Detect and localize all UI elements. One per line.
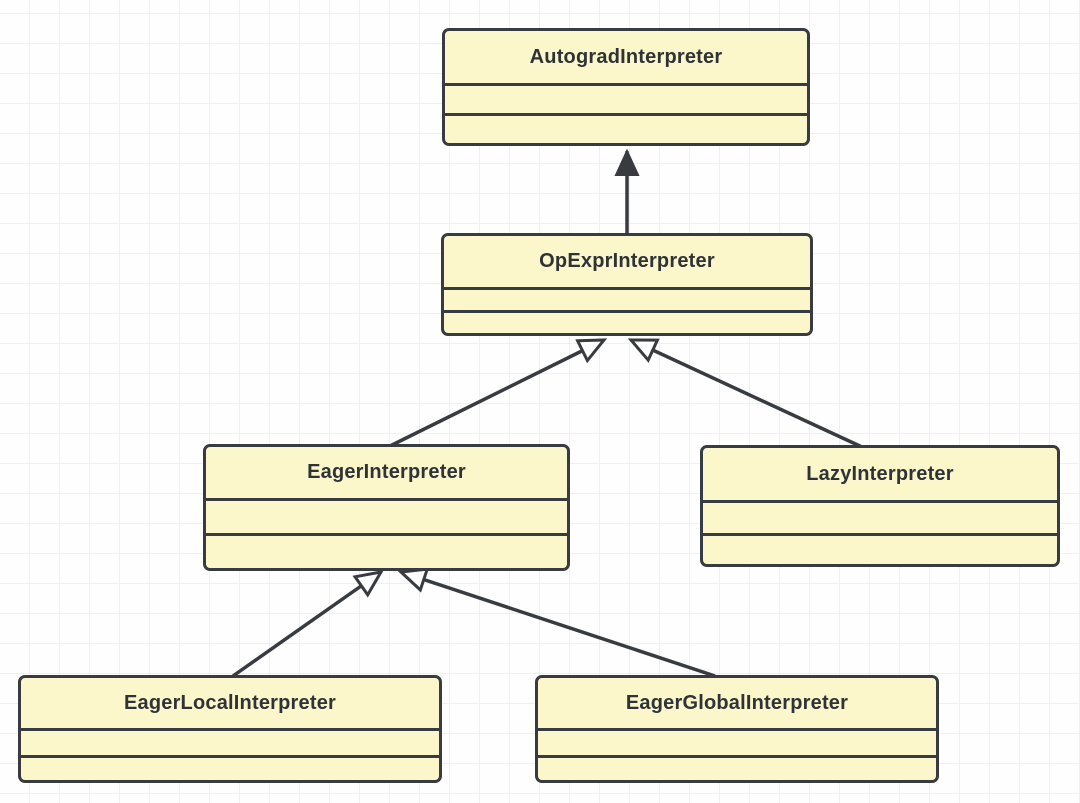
methods-compartment — [206, 533, 567, 568]
methods-compartment — [445, 113, 807, 143]
class-node-autograd-interpreter[interactable]: AutogradInterpreter — [442, 28, 810, 146]
class-name: EagerGlobalInterpreter — [625, 691, 849, 714]
attributes-compartment — [538, 728, 936, 755]
attributes-compartment — [444, 287, 810, 310]
attributes-compartment — [703, 500, 1057, 533]
class-name: EagerInterpreter — [307, 461, 466, 483]
class-name: OpExprInterpreter — [539, 250, 715, 272]
methods-compartment — [444, 310, 810, 333]
edge-lazy-to-opexpr[interactable] — [627, 338, 863, 449]
class-node-eager-interpreter[interactable]: EagerInterpreter — [203, 444, 570, 571]
attributes-compartment — [445, 83, 807, 113]
class-name: AutogradInterpreter — [529, 45, 723, 68]
methods-compartment — [21, 755, 439, 780]
methods-compartment — [538, 755, 936, 780]
edge-eagerglobal-to-eager[interactable] — [397, 567, 716, 678]
edge-eagerlocal-to-eager[interactable] — [231, 569, 384, 678]
class-name: LazyInterpreter — [806, 462, 954, 485]
class-node-eagerlocal-interpreter[interactable]: EagerLocalInterpreter — [18, 675, 442, 783]
attributes-compartment — [21, 728, 439, 755]
attributes-compartment — [206, 498, 567, 533]
methods-compartment — [703, 533, 1057, 564]
class-node-eagerglobal-interpreter[interactable]: EagerGlobalInterpreter — [535, 675, 939, 783]
class-node-lazy-interpreter[interactable]: LazyInterpreter — [700, 445, 1060, 567]
class-name: EagerLocalInterpreter — [123, 691, 337, 714]
edge-eager-to-opexpr[interactable] — [389, 338, 608, 448]
class-node-opexpr-interpreter[interactable]: OpExprInterpreter — [441, 233, 813, 336]
